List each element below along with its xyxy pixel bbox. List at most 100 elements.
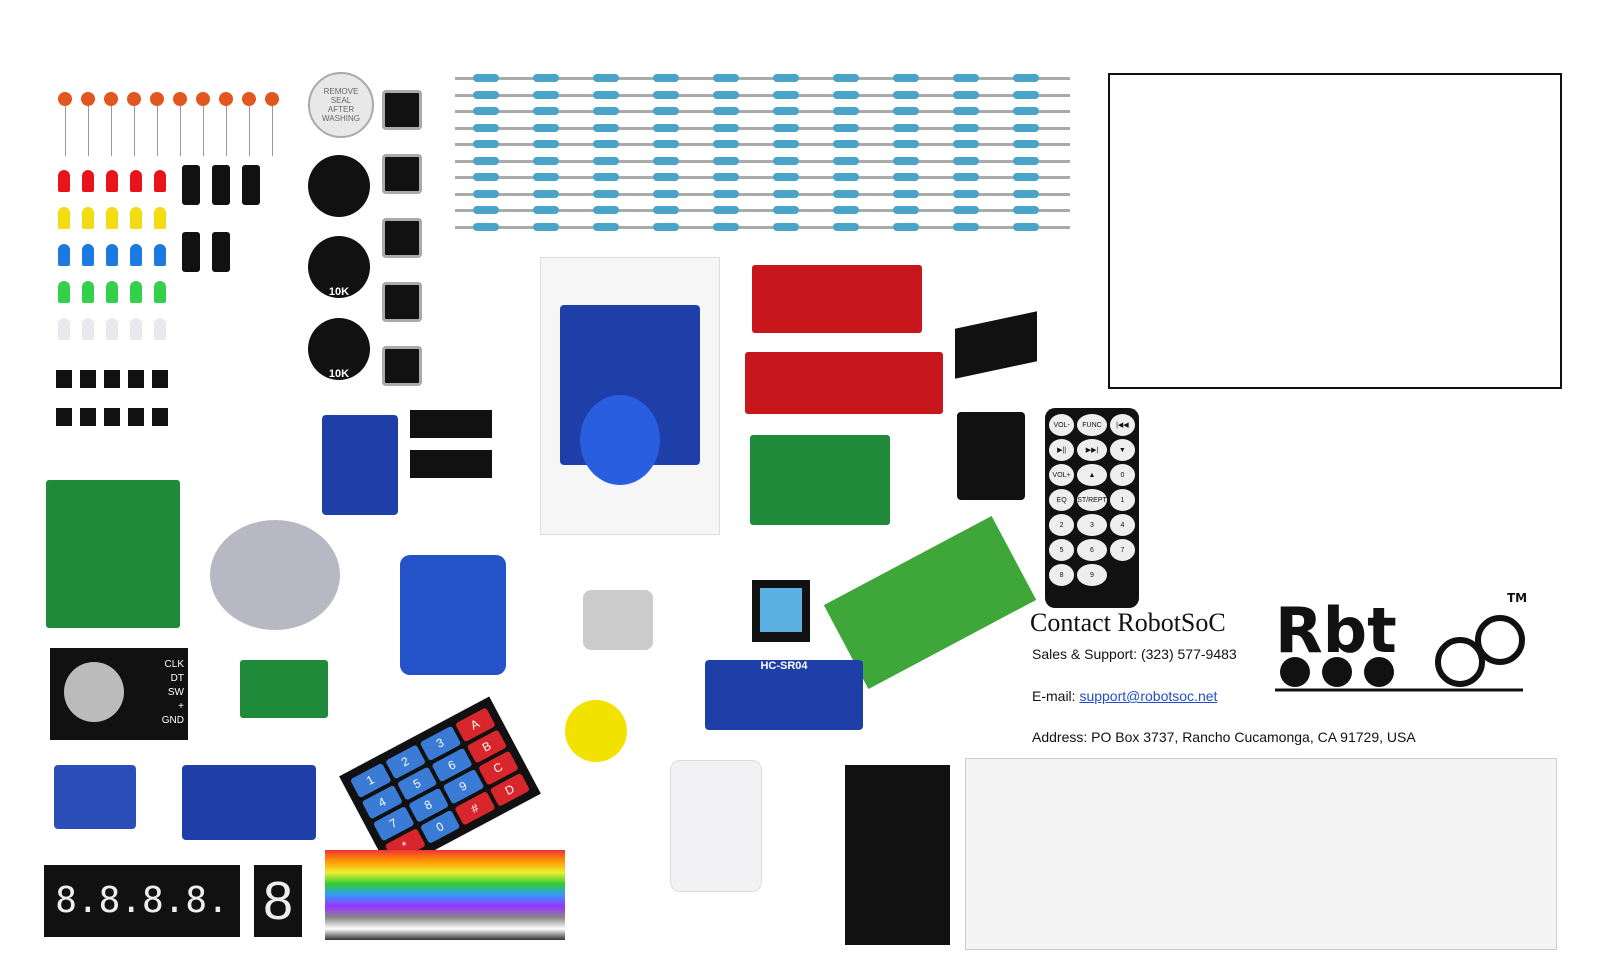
remote-key[interactable]: 5 bbox=[1049, 539, 1075, 561]
remote-key[interactable]: ST/REPT bbox=[1077, 489, 1107, 511]
resistor-row bbox=[455, 222, 1070, 231]
potentiometer: 10K bbox=[308, 236, 370, 298]
led bbox=[106, 318, 118, 340]
resistor bbox=[653, 123, 679, 132]
resistor bbox=[893, 173, 919, 181]
resistor bbox=[473, 173, 499, 181]
electrolytic-capacitor bbox=[182, 165, 200, 205]
resistor bbox=[713, 206, 739, 214]
resistor bbox=[473, 123, 499, 132]
resistor bbox=[1013, 74, 1039, 82]
fan-propeller bbox=[565, 700, 627, 762]
resistor bbox=[953, 107, 979, 115]
resistor bbox=[893, 222, 919, 231]
remote-key[interactable]: ▶▶| bbox=[1077, 439, 1107, 461]
remote-key[interactable]: EQ bbox=[1049, 489, 1075, 511]
resistor-row bbox=[455, 206, 1070, 214]
remote-key[interactable]: VOL- bbox=[1049, 414, 1075, 436]
led bbox=[82, 244, 94, 266]
push-button bbox=[382, 282, 422, 322]
remote-key[interactable]: ▶|| bbox=[1049, 439, 1075, 461]
resistor bbox=[473, 90, 499, 99]
led bbox=[58, 244, 70, 266]
resistor bbox=[653, 74, 679, 82]
resistor bbox=[593, 90, 619, 99]
trademark: TM bbox=[1507, 591, 1527, 605]
resistor bbox=[593, 156, 619, 165]
remote-key[interactable]: 6 bbox=[1077, 539, 1107, 561]
led bbox=[58, 207, 70, 229]
led bbox=[154, 244, 166, 266]
led bbox=[58, 281, 70, 303]
address-line: Address: PO Box 3737, Rancho Cucamonga, … bbox=[1032, 729, 1416, 745]
remote-key[interactable]: 1 bbox=[1109, 489, 1135, 511]
breadboard bbox=[965, 758, 1557, 950]
resistor bbox=[833, 123, 859, 132]
led bbox=[130, 281, 142, 303]
power-adapter bbox=[670, 760, 762, 892]
dht11-sensor bbox=[752, 580, 810, 642]
email-link[interactable]: support@robotsoc.net bbox=[1079, 688, 1218, 704]
resistor bbox=[773, 156, 799, 165]
active-buzzer bbox=[308, 155, 370, 217]
resistor bbox=[593, 74, 619, 82]
resistor bbox=[1013, 140, 1039, 148]
remote-key[interactable]: VOL+ bbox=[1049, 464, 1075, 486]
single-digit-display: 8 bbox=[254, 865, 302, 937]
led bbox=[130, 318, 142, 340]
resistor bbox=[953, 156, 979, 165]
capacitor-lead bbox=[226, 106, 227, 156]
remote-key[interactable]: 8 bbox=[1049, 564, 1075, 586]
resistor bbox=[533, 140, 559, 148]
remote-key[interactable]: 2 bbox=[1049, 514, 1075, 536]
resistor bbox=[653, 156, 679, 165]
resistor bbox=[1013, 189, 1039, 198]
resistor bbox=[833, 173, 859, 181]
remote-key[interactable]: ▼ bbox=[1109, 439, 1135, 461]
resistor bbox=[953, 140, 979, 148]
water-sensor bbox=[745, 352, 943, 414]
led bbox=[106, 207, 118, 229]
led bbox=[58, 170, 70, 192]
led bbox=[154, 281, 166, 303]
resistor bbox=[713, 90, 739, 99]
resistor bbox=[893, 90, 919, 99]
led-matrix bbox=[750, 435, 890, 525]
resistor bbox=[953, 173, 979, 181]
joystick-module bbox=[957, 412, 1025, 500]
electrolytic-capacitor bbox=[212, 232, 230, 272]
transistor bbox=[152, 408, 168, 426]
remote-key[interactable]: FUNC bbox=[1077, 414, 1107, 436]
stepper-driver-board bbox=[46, 480, 180, 628]
remote-key[interactable]: 9 bbox=[1077, 564, 1107, 586]
ultrasonic-sensor: HC-SR04 bbox=[705, 660, 863, 730]
electrolytic-capacitor bbox=[182, 232, 200, 272]
remote-key[interactable]: ▲ bbox=[1077, 464, 1107, 486]
resistor bbox=[533, 206, 559, 214]
remote-key[interactable]: 7 bbox=[1109, 539, 1135, 561]
ic-chip bbox=[410, 410, 492, 438]
resistor bbox=[893, 189, 919, 198]
resistor bbox=[953, 222, 979, 231]
push-button bbox=[382, 218, 422, 258]
resistor bbox=[1013, 222, 1039, 231]
remote-key[interactable]: 3 bbox=[1077, 514, 1107, 536]
rotary-encoder: CLK DT SW + GND bbox=[50, 648, 188, 740]
resistor bbox=[713, 74, 739, 82]
relay bbox=[54, 765, 136, 829]
resistor bbox=[533, 173, 559, 181]
remote-key[interactable]: 4 bbox=[1109, 514, 1135, 536]
resistor bbox=[833, 206, 859, 214]
resistor bbox=[653, 107, 679, 115]
resistor bbox=[593, 222, 619, 231]
remote-key[interactable]: |◀◀ bbox=[1109, 414, 1135, 436]
remote-key[interactable]: 0 bbox=[1109, 464, 1135, 486]
resistor bbox=[593, 107, 619, 115]
resistor bbox=[893, 140, 919, 148]
resistor bbox=[593, 189, 619, 198]
resistor bbox=[773, 74, 799, 82]
resistor bbox=[593, 140, 619, 148]
resistor bbox=[773, 173, 799, 181]
